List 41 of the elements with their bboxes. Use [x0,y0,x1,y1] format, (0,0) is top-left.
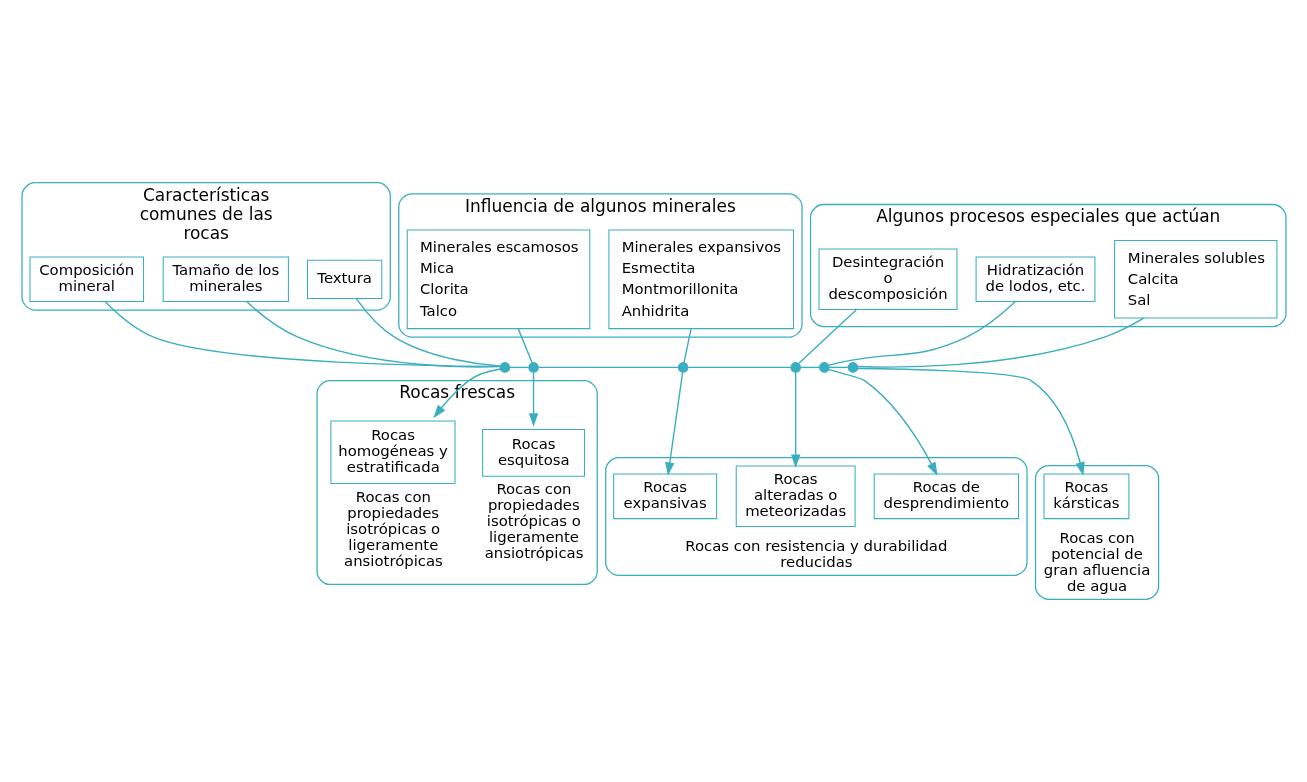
connector [682,328,692,364]
connector [797,309,857,364]
connector [856,317,1144,368]
connector [827,301,1016,366]
node-box: Desintegración o descomposición [818,248,957,311]
node-box: Rocas kársticas [1042,473,1129,520]
arrow [856,367,1085,476]
connector [799,366,820,369]
connector [686,366,791,369]
node-box: Minerales solubles Calcita Sal [1113,240,1277,319]
node-box: Rocas expansivas [612,473,717,520]
connector [355,297,501,367]
node-box: Composición mineral [28,256,144,303]
connector [517,328,533,364]
node-box: Minerales expansivos Esmectita Montmorillonita Anhidrita [607,229,794,330]
node-box: Tamaño de los minerales [162,256,289,303]
arrow [432,368,501,419]
connector [508,366,529,369]
connector [104,301,501,367]
node-circle [847,362,858,373]
arrow [790,371,800,468]
node-circle [818,362,830,373]
node-circle [499,362,510,373]
arrow [827,368,937,476]
connector [245,300,501,368]
node-circle [789,362,801,373]
node-circle [677,362,688,373]
node-circle [527,362,539,373]
node-box: Rocas alteradas o meteorizadas [735,465,856,528]
connector [537,366,679,369]
connector [828,366,849,369]
arrow [664,371,683,476]
node-box: Rocas esquitosa [481,428,585,477]
node-box: Rocas de desprendimiento [873,473,1019,520]
node-label: Rocas con propiedades isotrópicas o ligeramente ansiotrópicas [484,480,583,563]
node-box: Hidratización de lodos, etc. [975,256,1095,303]
node-box: Rocas homogéneas y estratificada [329,420,456,485]
node-box: Minerales escamosos Mica Clorita Talco [406,229,590,330]
node-box: Textura [306,259,382,299]
arrow [528,371,538,427]
node-label: Rocas con propiedades isotrópicas o ligeramente ansiotrópicas [343,487,443,570]
